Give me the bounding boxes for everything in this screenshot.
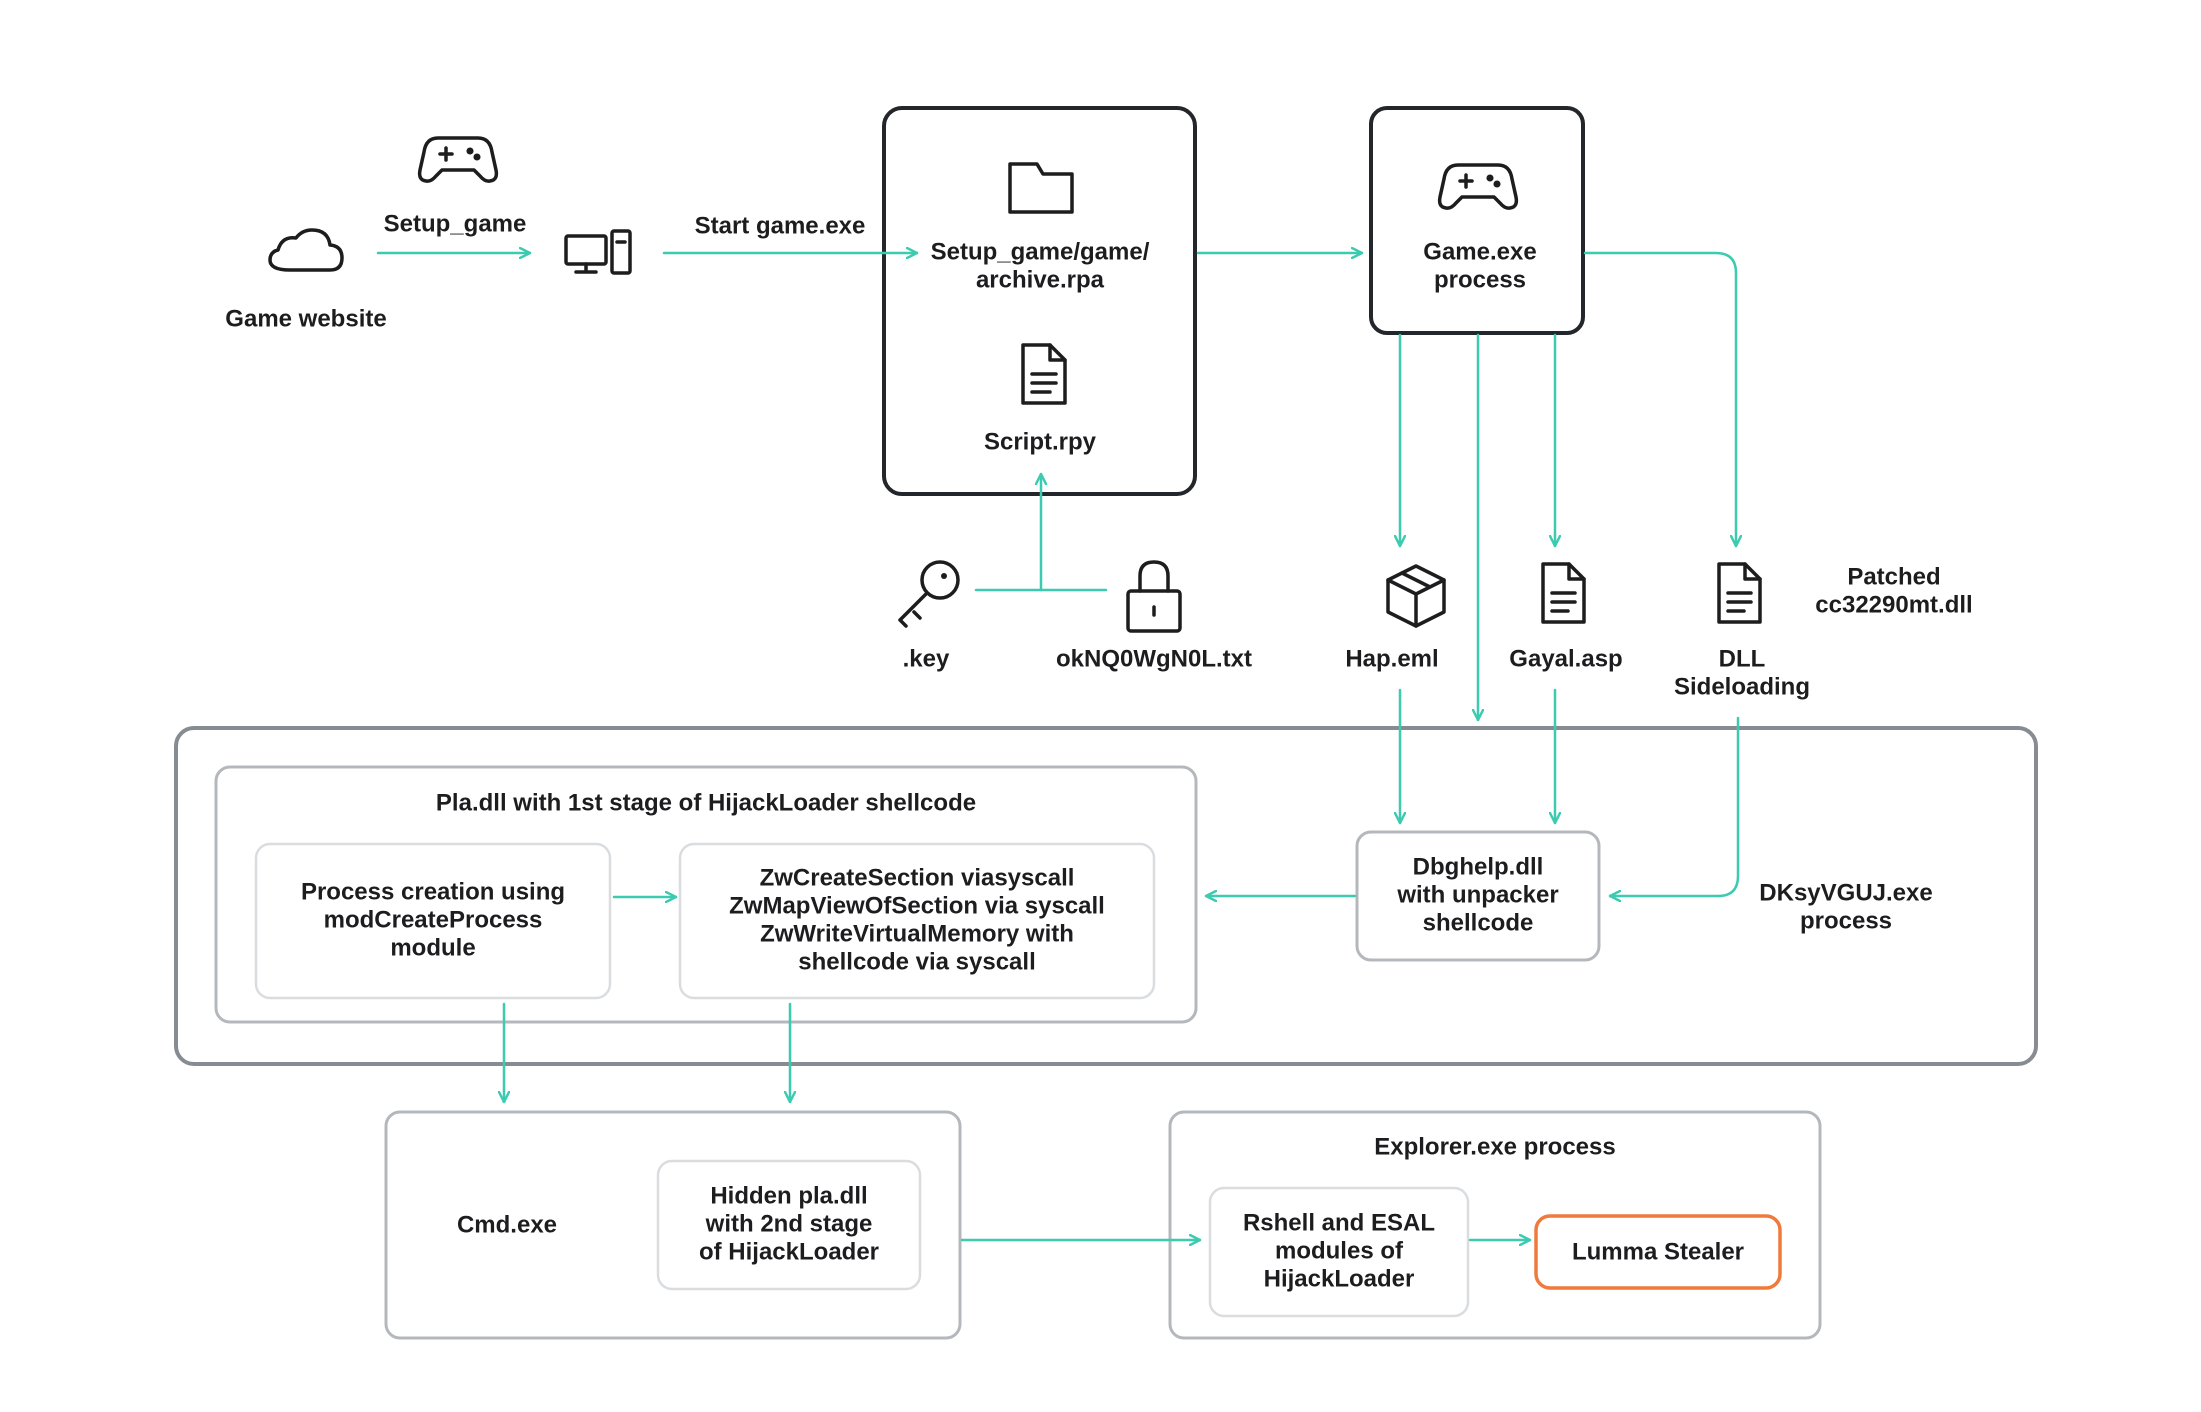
document-icon	[1021, 343, 1067, 405]
syscalls-line1: ZwCreateSection viasyscall	[760, 864, 1075, 891]
game-process-box	[1369, 106, 1585, 335]
rshell-line3: HijackLoader	[1264, 1265, 1415, 1292]
gayal-label: Gayal.asp	[1509, 645, 1622, 672]
computer-icon	[564, 229, 632, 275]
script-label: Script.rpy	[984, 428, 1097, 455]
pla-stage1-box	[214, 765, 1198, 1024]
cmd-label: Cmd.exe	[457, 1211, 557, 1238]
archive-path-line2: archive.rpa	[976, 266, 1105, 293]
archive-box	[882, 106, 1197, 496]
syscalls-line2: ZwMapViewOfSection via syscall	[729, 892, 1105, 919]
cmd-box	[384, 1110, 962, 1340]
archive-path-line1: Setup_game/game/	[931, 238, 1150, 265]
cloud-icon	[268, 228, 344, 272]
dksy-label-line1: DKsyVGUJ.exe	[1759, 879, 1932, 906]
hidden-pla-line3: of HijackLoader	[699, 1238, 879, 1265]
dbghelp-line2: with unpacker	[1396, 881, 1558, 908]
patched-label-line1: Patched	[1847, 563, 1940, 590]
start-game-label: Start game.exe	[695, 212, 866, 239]
gamepad-icon	[1437, 163, 1519, 210]
rshell-line2: modules of	[1275, 1237, 1404, 1264]
game-process-line2: process	[1434, 266, 1526, 293]
process-creation-box	[254, 842, 612, 1000]
gamepad-icon	[417, 136, 499, 183]
process-creation-line3: module	[390, 934, 475, 961]
hidden-pla-box	[656, 1159, 922, 1291]
lumma-stealer-label: Lumma Stealer	[1572, 1238, 1744, 1265]
dll-label-line1: DLL	[1719, 645, 1766, 672]
patched-label-line2: cc32290mt.dll	[1815, 591, 1972, 618]
dbghelp-box	[1355, 830, 1601, 962]
hidden-pla-line1: Hidden pla.dll	[710, 1182, 867, 1209]
rshell-line1: Rshell and ESAL	[1243, 1209, 1435, 1236]
dbghelp-line3: shellcode	[1423, 909, 1534, 936]
key-icon	[898, 560, 960, 628]
process-creation-line2: modCreateProcess	[324, 906, 543, 933]
folder-icon	[1008, 162, 1074, 214]
explorer-title: Explorer.exe process	[1374, 1133, 1615, 1160]
document-icon	[1717, 562, 1762, 624]
dll-label-line2: Sideloading	[1674, 673, 1810, 700]
key-label: .key	[903, 645, 950, 672]
game-website-label: Game website	[225, 305, 386, 332]
document-icon	[1541, 562, 1586, 624]
package-icon	[1386, 564, 1446, 628]
dbghelp-line1: Dbghelp.dll	[1413, 853, 1544, 880]
syscalls-line3: ZwWriteVirtualMemory with	[760, 920, 1074, 947]
game-process-line1: Game.exe	[1423, 238, 1536, 265]
lumma-stealer-box	[1534, 1214, 1782, 1290]
process-creation-line1: Process creation using	[301, 878, 565, 905]
dksy-label-line2: process	[1800, 907, 1892, 934]
hidden-pla-line2: with 2nd stage	[705, 1210, 873, 1237]
hap-label: Hap.eml	[1345, 645, 1438, 672]
arrow-dll-to-dbghelp	[1608, 716, 1740, 896]
lock-icon	[1126, 560, 1182, 633]
syscalls-box	[678, 842, 1156, 1000]
txt-label: okNQ0WgN0L.txt	[1056, 645, 1252, 672]
explorer-box	[1168, 1110, 1822, 1340]
syscalls-line4: shellcode via syscall	[798, 948, 1035, 975]
dksy-process-container	[174, 726, 2038, 1066]
pla-stage1-title: Pla.dll with 1st stage of HijackLoader s…	[436, 789, 976, 816]
rshell-box	[1208, 1186, 1470, 1318]
arrow-game-to-dll	[1583, 251, 1736, 548]
setup-game-label: Setup_game	[384, 210, 527, 237]
